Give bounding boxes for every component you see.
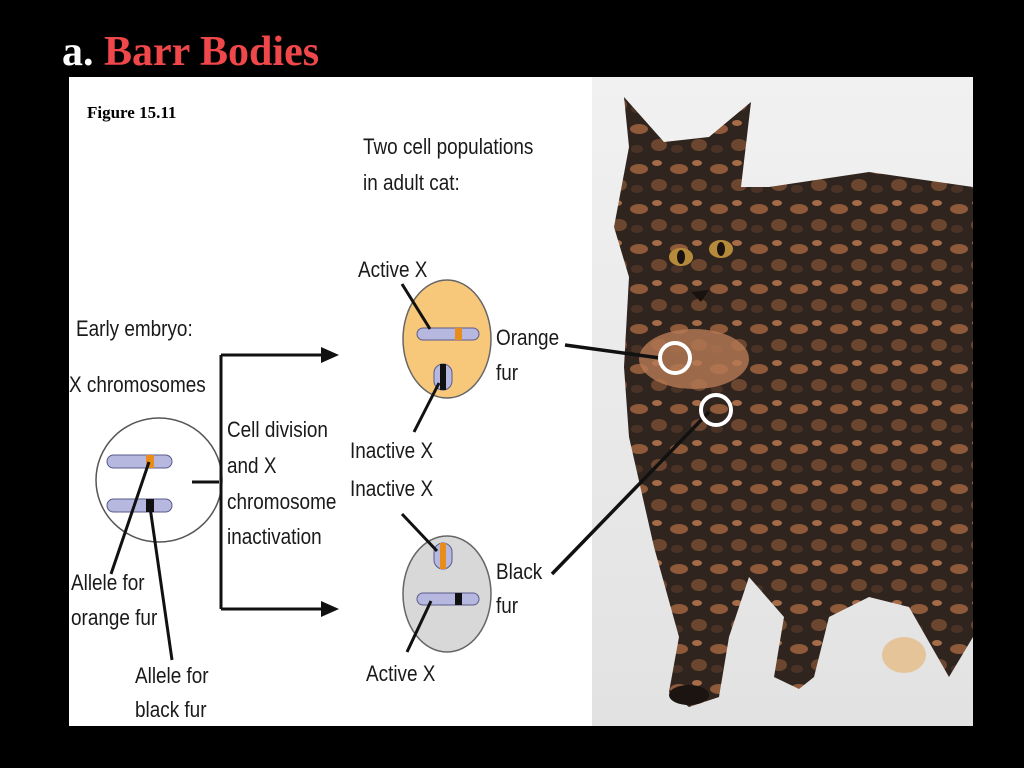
title-main: Barr Bodies — [104, 29, 320, 75]
orange-fur-line-1: Orange — [496, 325, 560, 350]
embryo-chromosome-orange — [106, 454, 173, 469]
top-active-x-label: Active X — [358, 257, 428, 282]
cell-division-line-4: inactivation — [227, 524, 322, 549]
diagram-graphic — [95, 77, 973, 726]
embryo-cell — [95, 417, 223, 543]
bottom-inactive-x-label: Inactive X — [350, 476, 434, 501]
connector-orange-fur — [564, 343, 661, 360]
connector-black-fur — [550, 410, 711, 576]
pointer-bottom-inactive-x — [400, 512, 439, 553]
bottom-cell-active-chromosome — [416, 592, 480, 606]
allele-orange-line-1: Allele for — [71, 570, 145, 595]
title-prefix: a. — [62, 29, 94, 75]
black-fur-marker — [699, 393, 733, 427]
allele-black-line-1: Allele for — [135, 663, 209, 688]
bottom-cell-inactive-chromosome — [433, 542, 453, 570]
pointer-bottom-active-x — [405, 600, 433, 653]
embryo-chromosome-black — [106, 498, 173, 513]
division-arrows — [192, 353, 324, 611]
top-cell-active-chromosome — [416, 327, 480, 341]
pointer-allele-orange — [109, 461, 151, 575]
allele-orange-line-2: orange fur — [71, 605, 158, 630]
pointer-allele-black — [148, 506, 174, 661]
arrow-to-top-cell — [321, 347, 339, 363]
orange-fur-line-2: fur — [496, 360, 519, 385]
figure-panel: Figure 15.11 Early embryo: X chromosomes… — [69, 77, 973, 726]
populations-line-1: Two cell populations — [363, 134, 534, 159]
black-fur-line-2: fur — [496, 593, 519, 618]
slide-title: a. Barr Bodies — [62, 26, 319, 78]
cell-division-line-1: Cell division — [227, 417, 328, 442]
x-chromosomes-label: X chromosomes — [69, 372, 206, 397]
figure-label: Figure 15.11 — [87, 103, 177, 122]
cell-division-line-2: and X — [227, 453, 277, 478]
cell-division-line-3: chromosome — [227, 489, 337, 514]
allele-black-line-2: black fur — [135, 697, 207, 722]
top-inactive-x-label: Inactive X — [350, 438, 434, 463]
orange-fur-marker — [658, 341, 692, 375]
arrow-to-bottom-cell — [321, 601, 339, 617]
black-fur-line-1: Black — [496, 559, 543, 584]
early-embryo-label: Early embryo: — [76, 316, 193, 341]
pointer-top-inactive-x — [412, 382, 441, 433]
populations-line-2: in adult cat: — [363, 170, 460, 195]
pointer-top-active-x — [400, 283, 432, 330]
bottom-active-x-label: Active X — [366, 661, 436, 686]
